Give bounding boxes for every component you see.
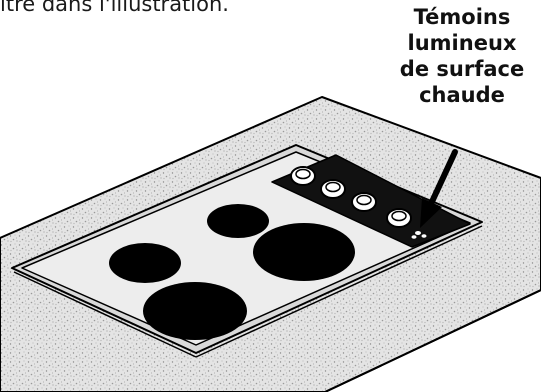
knob-1: [290, 166, 316, 186]
knob-4: [386, 208, 412, 228]
hot-surface-indicator-icon: [411, 231, 427, 239]
burner-rear-left: [207, 204, 269, 238]
burner-front-left: [109, 243, 181, 283]
callout-label: Témoins lumineux de surface chaude: [387, 4, 537, 108]
callout-line-3: de surface: [399, 57, 525, 81]
callout-line-2: lumineux: [407, 31, 517, 55]
callout-line-1: Témoins: [413, 5, 511, 29]
intro-text: ître dans l'illustration.: [0, 0, 229, 16]
knob-2: [320, 179, 346, 199]
burner-rear-right: [253, 223, 355, 281]
callout-line-4: chaude: [419, 83, 505, 107]
callout-arrow: [420, 149, 458, 228]
burner-front-right: [143, 282, 247, 340]
knob-3: [351, 192, 377, 212]
